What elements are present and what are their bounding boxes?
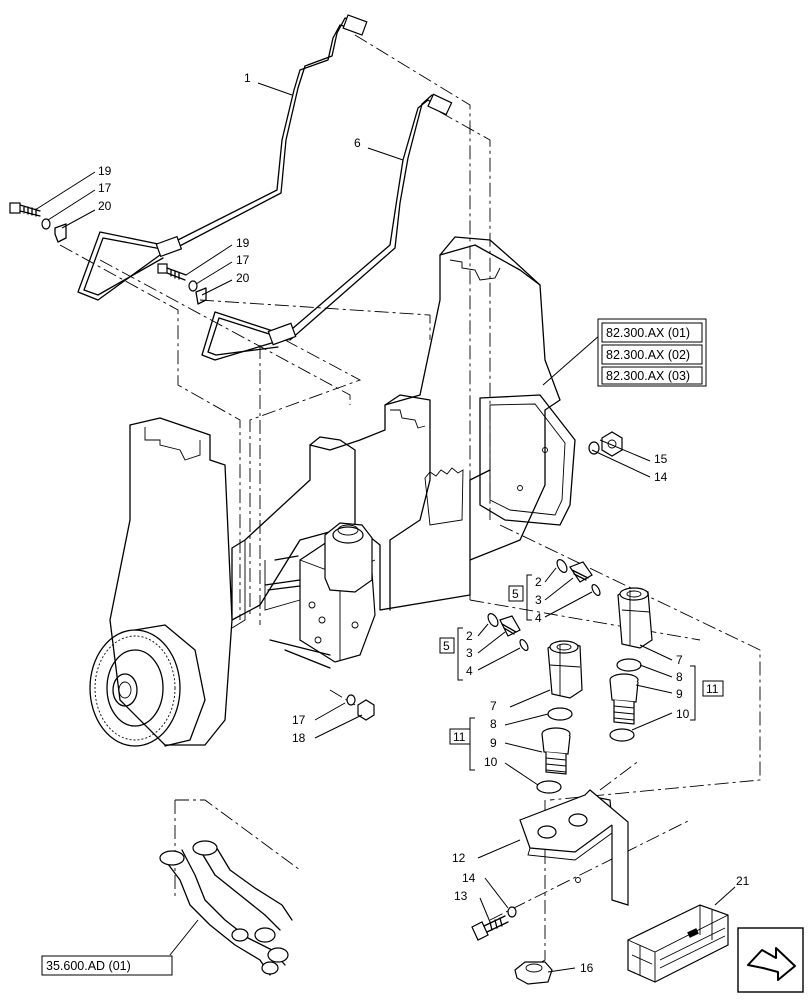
callout-5-upper: 5	[512, 587, 519, 601]
callout-10: 10	[676, 707, 690, 721]
ref-82-300-ax-01[interactable]: 82.300.AX (01)	[606, 326, 690, 340]
callout-7: 7	[490, 699, 497, 713]
callout-17: 17	[236, 253, 250, 267]
ref-82-300-ax-03[interactable]: 82.300.AX (03)	[606, 369, 690, 383]
callout-15: 15	[654, 452, 668, 466]
hose-assembly	[159, 840, 293, 976]
callout-4: 4	[535, 611, 542, 625]
callout-7: 7	[676, 653, 683, 667]
callout-17: 17	[98, 181, 112, 195]
callout-8: 8	[490, 717, 497, 731]
reference-boxes: 82.300.AX (01) 82.300.AX (02) 82.300.AX …	[41, 318, 707, 976]
union-9-right	[609, 673, 639, 725]
callout-19: 19	[98, 164, 112, 178]
nut-16	[514, 961, 553, 985]
adapter-7-left	[547, 640, 583, 699]
drive-pulley	[89, 624, 206, 747]
callout-9: 9	[676, 687, 683, 701]
callout-13: 13	[454, 889, 468, 903]
boxed-callouts: 5 5 11 11	[439, 585, 724, 745]
transmission-housing	[109, 236, 576, 746]
bolt-19-upper-left	[9, 202, 67, 243]
o-ring-10-left	[536, 780, 562, 794]
bolt-19-upper-mid	[157, 263, 207, 305]
next-page-arrow-icon[interactable]	[737, 927, 804, 993]
ref-35-600-ad-01[interactable]: 35.600.AD (01)	[46, 959, 131, 973]
callout-5-lower: 5	[443, 639, 450, 653]
washer-14-lower	[507, 906, 517, 918]
callout-14: 14	[654, 470, 668, 484]
callout-12: 12	[452, 851, 466, 865]
callout-2: 2	[466, 629, 473, 643]
leader-lines	[34, 82, 736, 973]
callout-6: 6	[354, 136, 361, 150]
o-ring-8-right	[616, 658, 642, 672]
callout-1: 1	[244, 71, 251, 85]
callout-3: 3	[535, 593, 542, 607]
callout-20: 20	[98, 199, 112, 213]
callout-9: 9	[490, 736, 497, 750]
o-ring-10-right	[609, 728, 635, 742]
control-valve	[264, 522, 376, 669]
callout-11-left: 11	[453, 730, 466, 744]
ref-82-300-ax-02[interactable]: 82.300.AX (02)	[606, 348, 690, 362]
callout-17: 17	[292, 713, 306, 727]
callout-4: 4	[466, 664, 473, 678]
callout-21: 21	[736, 874, 750, 888]
callout-2: 2	[535, 575, 542, 589]
union-9-left	[541, 727, 571, 775]
callout-19: 19	[236, 236, 250, 250]
mounting-bracket-12	[519, 789, 629, 906]
callout-20: 20	[236, 271, 250, 285]
adapter-7-right	[617, 587, 653, 649]
fitting-group-lower	[487, 613, 529, 652]
washer-nut-14-15	[588, 431, 623, 457]
bolt-13	[471, 915, 509, 941]
fitting-group-upper	[556, 559, 601, 597]
assembly-centerlines	[59, 34, 761, 976]
callout-16: 16	[580, 961, 594, 975]
callout-labels: 1 6 19 17 20 19 17 20 15 14 2 3 4 2 3 4 …	[98, 71, 750, 975]
hydraulic-pipe-6	[201, 93, 453, 361]
callout-14: 14	[462, 871, 476, 885]
hydraulic-pipe-1	[77, 14, 368, 301]
callout-11-right: 11	[706, 682, 719, 696]
callout-18: 18	[292, 731, 306, 745]
o-ring-8-left	[547, 707, 573, 721]
callout-3: 3	[466, 646, 473, 660]
callout-8: 8	[676, 670, 683, 684]
crate-icon	[627, 904, 729, 983]
callout-10: 10	[484, 755, 498, 769]
